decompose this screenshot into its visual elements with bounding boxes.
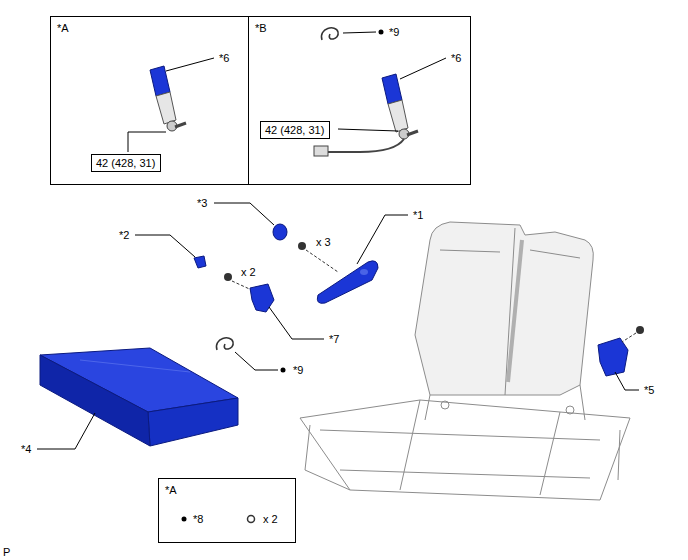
callout-number: *9 [292, 364, 304, 376]
variant-heading: *A [57, 22, 242, 34]
quantity-note: x 2 [240, 266, 257, 278]
torque-spec-box: 42 (428, 31) [260, 121, 330, 139]
callout-number: *5 [643, 384, 655, 396]
seat-parts [37, 203, 644, 523]
variant-panel: *A 42 (428, 31) [50, 16, 249, 185]
quantity-note: x 3 [315, 236, 332, 248]
callout-number: *7 [328, 333, 340, 345]
callout-number: *3 [196, 197, 208, 209]
quantity-note: x 2 [262, 513, 279, 525]
callout-number: *6 [218, 52, 230, 64]
rear-seat-frame [300, 222, 630, 500]
variant-panel: *A [158, 478, 296, 543]
callout-number: *9 [388, 26, 400, 38]
figure-code: P [2, 546, 11, 558]
torque-value: 42 (428, 31) [265, 124, 325, 136]
seat-belt-buckle [128, 58, 214, 152]
callout-number: *1 [412, 209, 424, 221]
variant-heading: *A [165, 484, 289, 496]
torque-spec-box: 42 (428, 31) [91, 154, 161, 172]
callout-number: *8 [192, 513, 204, 525]
variant-heading: *B [255, 22, 464, 34]
variant-panel: *B 42 (428, 31) [248, 16, 471, 185]
torque-value: 42 (428, 31) [96, 157, 156, 169]
callout-number: *4 [20, 443, 32, 455]
callout-number: *2 [118, 229, 130, 241]
callout-number: *6 [450, 52, 462, 64]
seat-belt-buckle-harness [314, 28, 446, 156]
